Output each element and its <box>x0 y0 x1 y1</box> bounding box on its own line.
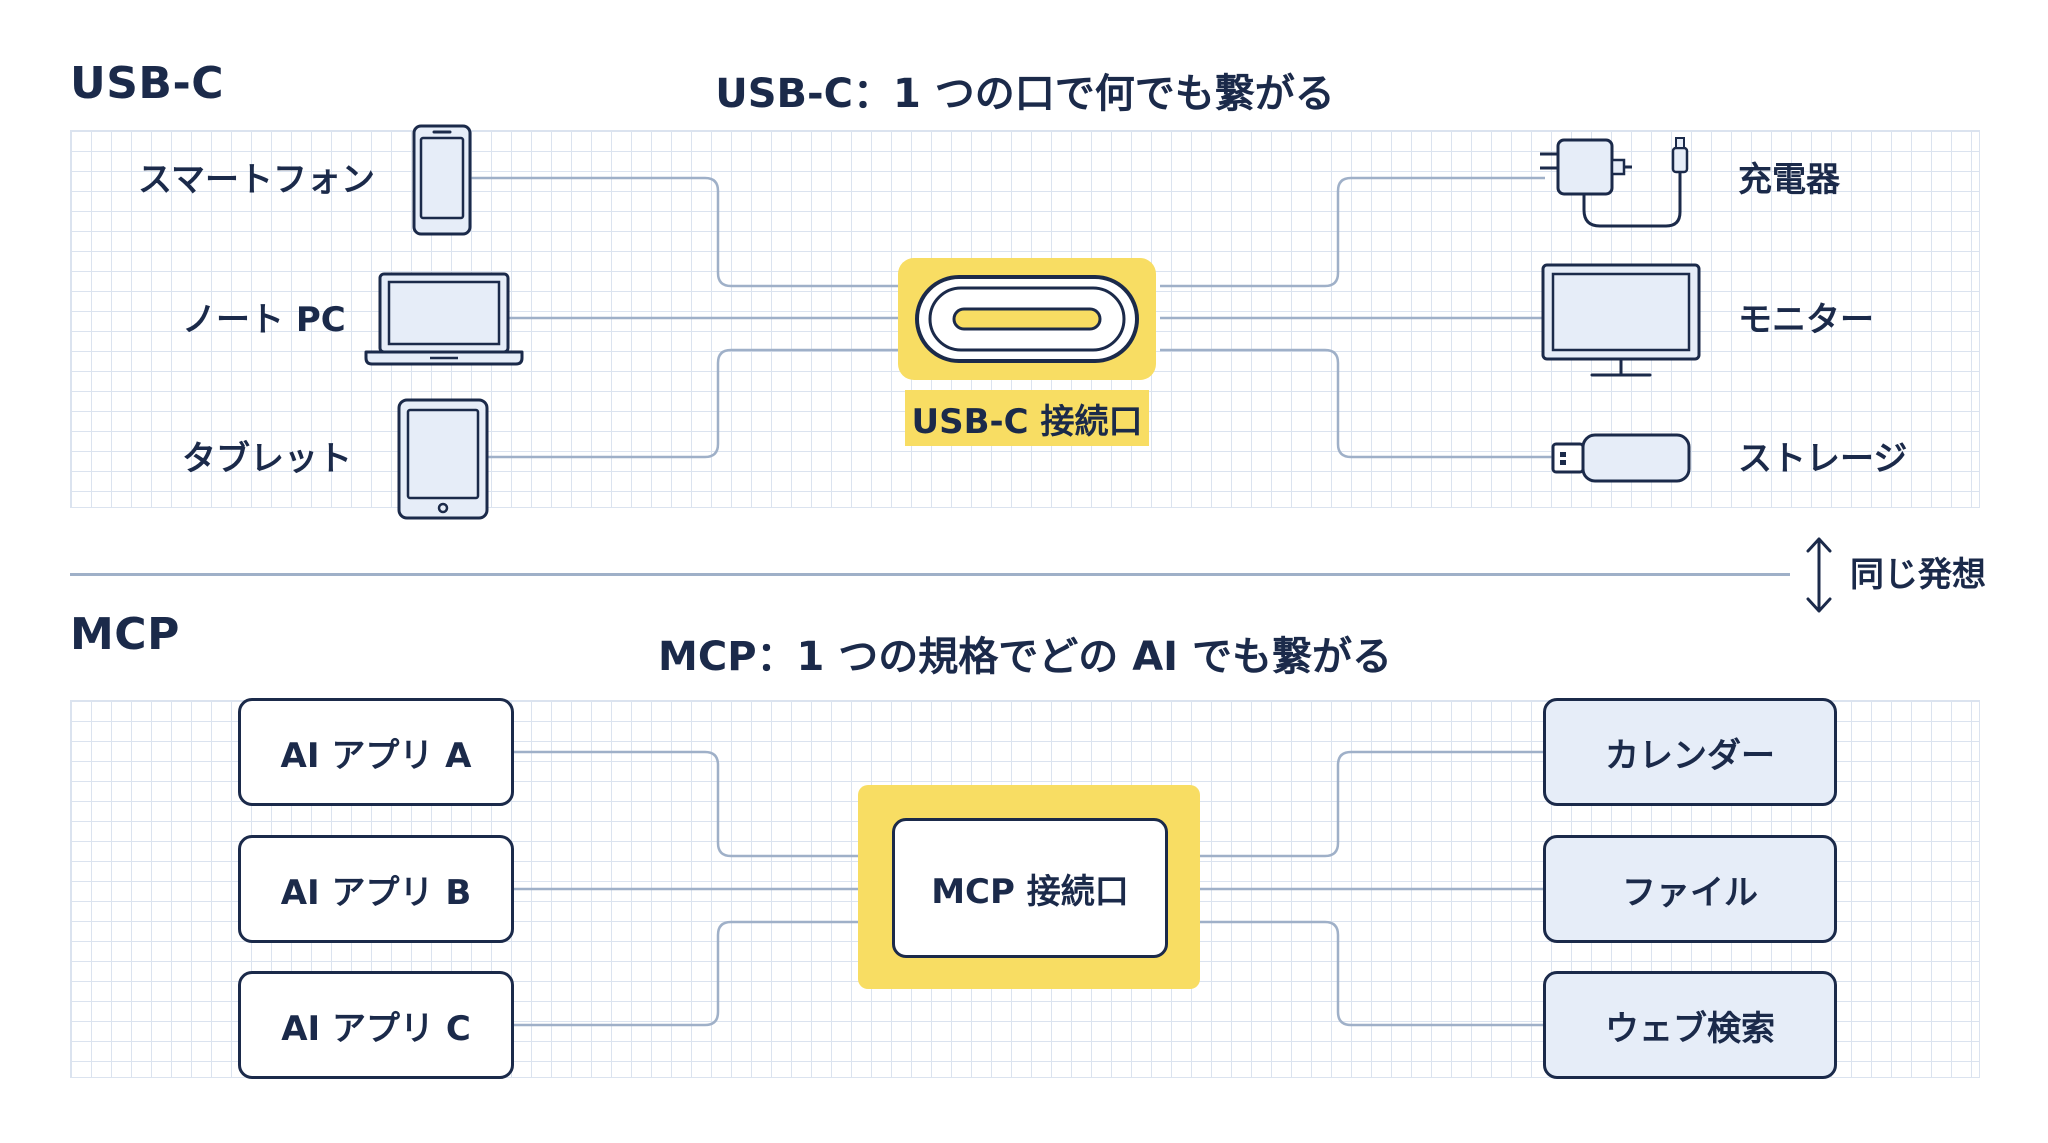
device-label-smartphone: スマートフォン <box>138 160 375 200</box>
device-label-laptop: ノート PC <box>182 300 346 340</box>
line-tablet <box>488 348 905 459</box>
device-label-storage: ストレージ <box>1738 439 1908 479</box>
line-app-a <box>514 750 892 858</box>
double-arrow-icon <box>1806 537 1832 613</box>
mcp-hub-box: MCP 接続口 <box>892 818 1168 958</box>
section-divider <box>70 573 1790 576</box>
usbc-hub-label: USB-C 接続口 <box>905 390 1149 446</box>
ai-app-b-box: AI アプリ B <box>238 835 514 943</box>
usbc-port-icon <box>915 275 1139 363</box>
mcp-section-title: MCP：1 つの規格でどの AI でも繋がる <box>658 634 1392 680</box>
line-web-search <box>1168 920 1546 1027</box>
charger-icon <box>1540 137 1689 228</box>
device-label-monitor: モニター <box>1738 300 1874 340</box>
usbc-section-title: USB-C：1 つの口で何でも繋がる <box>715 71 1335 117</box>
smartphone-icon <box>412 124 472 236</box>
ai-app-a-box: AI アプリ A <box>238 698 514 806</box>
usb-storage-icon <box>1551 433 1691 483</box>
line-calendar <box>1168 750 1546 858</box>
device-label-tablet: タブレット <box>182 439 352 479</box>
service-calendar-box: カレンダー <box>1543 698 1837 806</box>
line-storage <box>1160 348 1553 459</box>
line-smartphone <box>470 176 905 288</box>
monitor-icon <box>1541 263 1701 377</box>
usbc-section-label: USB-C <box>70 58 225 109</box>
service-web-search-box: ウェブ検索 <box>1543 971 1837 1079</box>
divider-label: 同じ発想 <box>1850 555 1986 595</box>
ai-app-c-box: AI アプリ C <box>238 971 514 1079</box>
tablet-icon <box>397 398 489 520</box>
laptop-icon <box>364 272 524 366</box>
line-app-c <box>514 920 892 1027</box>
line-charger <box>1160 176 1545 288</box>
mcp-section-label: MCP <box>70 609 180 660</box>
service-file-box: ファイル <box>1543 835 1837 943</box>
device-label-charger: 充電器 <box>1738 160 1840 200</box>
